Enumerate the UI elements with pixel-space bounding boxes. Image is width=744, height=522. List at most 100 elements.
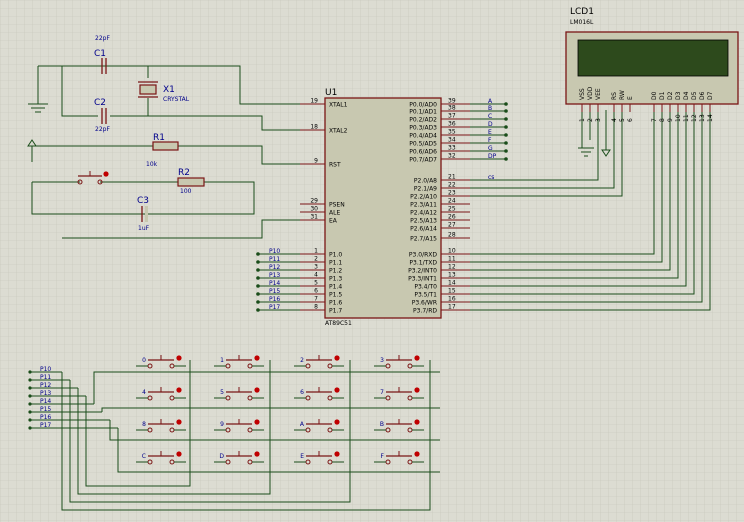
keypad-key[interactable]: F [374, 451, 424, 465]
keypad-key[interactable]: 3 [374, 355, 424, 369]
keypad-key[interactable]: 9 [214, 419, 264, 433]
wire-junction [504, 141, 508, 145]
wire-junction [28, 386, 32, 390]
capacitor-c2[interactable] [101, 108, 107, 124]
mcu-pin-number: 12 [448, 264, 456, 271]
keypad-key[interactable]: D [214, 451, 264, 465]
keypad-key[interactable]: A [294, 419, 344, 433]
crystal-oscillator: C1 22pF X1 CRYSTAL C2 22pF [94, 35, 190, 133]
keypad-key[interactable]: E [294, 451, 344, 465]
keypad-key[interactable]: C [136, 451, 186, 465]
keypad-net-label: P10 [40, 366, 51, 373]
keypad-key-label: 0 [142, 357, 146, 364]
vcc-arrow-icon [27, 139, 37, 147]
mcu-pin-number: 8 [314, 304, 318, 311]
mcu-pin-name: P2.1/A9 [414, 186, 437, 193]
lcd-pin-number: 3 [595, 118, 602, 122]
lcd-pin-name: VDD [587, 86, 594, 100]
keypad-key[interactable]: 2 [294, 355, 344, 369]
mcu-pin-name: PSEN [329, 202, 345, 209]
keypad-key-label: 2 [300, 357, 304, 364]
keypad-key[interactable]: 4 [136, 387, 186, 401]
keypad-key[interactable]: 8 [136, 419, 186, 433]
keypad-net-label: P15 [40, 406, 51, 413]
mcu-pin-name: P3.7/RD [413, 308, 437, 315]
lcd-pin-name: D5 [691, 91, 698, 100]
crystal-x1[interactable] [138, 81, 158, 98]
mcu-pin-number: 39 [448, 98, 456, 105]
mcu-net-label: P10 [269, 248, 280, 255]
capacitor-c3[interactable] [141, 206, 148, 222]
lcd-pin-number: 12 [691, 114, 698, 122]
mcu-u1[interactable]: U1 AT89C51 19XTAL118XTAL29RST29PSEN30ALE… [256, 88, 508, 327]
lcd-lcd1[interactable]: LCD1 LM016L VSS1VDD2VEE3RS4RW5E6D07D18D2… [565, 7, 739, 122]
keypad-key[interactable]: 0 [136, 355, 186, 369]
r1-value: 10k [146, 161, 158, 168]
mcu-pin-number: 19 [310, 98, 318, 105]
c3-value: 1uF [138, 225, 150, 232]
wire-junction [504, 157, 508, 161]
lcd-pin-name: D0 [651, 91, 658, 100]
lcd-pin-name: VSS [579, 88, 586, 100]
mcu-pin-number: 17 [448, 304, 456, 311]
keypad-key[interactable]: 6 [294, 387, 344, 401]
mcu-net-label: DP [488, 153, 497, 160]
mcu-pin-name: P2.0/A8 [414, 178, 437, 185]
keypad-key[interactable]: B [374, 419, 424, 433]
resistor-r1[interactable] [152, 141, 179, 151]
mcu-pin-number: 34 [448, 137, 456, 144]
mcu-pin-name: XTAL1 [329, 102, 348, 109]
keypad-key[interactable]: 5 [214, 387, 264, 401]
resistor-r2[interactable] [177, 177, 205, 187]
keypad-key[interactable]: 7 [374, 387, 424, 401]
lcd-pin-number: 7 [651, 118, 658, 122]
keypad-key-label: 8 [142, 421, 146, 428]
wire-junction [28, 418, 32, 422]
mcu-part: AT89C51 [325, 320, 352, 327]
lcd-pin-number: 4 [611, 118, 618, 122]
lcd-pin-number: 11 [683, 114, 690, 122]
reset-button[interactable] [77, 171, 109, 185]
c2-ref: C2 [94, 98, 106, 108]
mcu-net-label: P14 [269, 280, 280, 287]
mcu-pin-name: P3.5/T1 [414, 292, 437, 299]
mcu-pin-name: P2.7/A15 [410, 236, 437, 243]
lcd-ref: LCD1 [570, 7, 594, 17]
mcu-pin-name: P0.6/AD6 [409, 149, 437, 156]
wire-junction [28, 394, 32, 398]
keypad-net-label: P11 [40, 374, 51, 381]
mcu-left-pins: 19XTAL118XTAL29RST29PSEN30ALE31EA1P1.0P1… [256, 98, 348, 315]
lcd-pin-number: 13 [699, 114, 706, 122]
mcu-pin-number: 37 [448, 113, 456, 120]
capacitor-c1[interactable] [101, 58, 107, 74]
mcu-pin-name: P2.3/A11 [410, 202, 437, 209]
c1-ref: C1 [94, 49, 106, 59]
mcu-pin-number: 22 [448, 182, 456, 189]
lcd-pin-number: 1 [579, 118, 586, 122]
mcu-net-label: P17 [269, 304, 280, 311]
mcu-pin-number: 14 [448, 280, 456, 287]
mcu-pin-number: 33 [448, 145, 456, 152]
wire-junction [256, 308, 260, 312]
lcd-screen [577, 39, 729, 77]
mcu-pin-name: P1.7 [329, 308, 342, 315]
keypad-key[interactable]: 1 [214, 355, 264, 369]
wire-junction [256, 284, 260, 288]
mcu-pin-number: 26 [448, 214, 456, 221]
r2-ref: R2 [178, 168, 190, 178]
keypad-key-label: 1 [220, 357, 224, 364]
mcu-pin-number: 30 [310, 206, 318, 213]
mcu-pin-number: 27 [448, 222, 456, 229]
x1-ref: X1 [163, 85, 175, 95]
mcu-pin-name: P0.7/AD7 [409, 157, 437, 164]
mcu-body [324, 97, 442, 319]
wire-junction [28, 370, 32, 374]
mcu-pin-name: P2.2/A10 [410, 194, 437, 201]
mcu-net-label: B [488, 105, 492, 112]
c1-value: 22pF [95, 35, 110, 42]
mcu-pin-number: 3 [314, 264, 318, 271]
x1-value: CRYSTAL [163, 96, 190, 103]
mcu-pin-name: P0.5/AD5 [409, 141, 437, 148]
wire-junction [256, 300, 260, 304]
wire-junction [28, 402, 32, 406]
